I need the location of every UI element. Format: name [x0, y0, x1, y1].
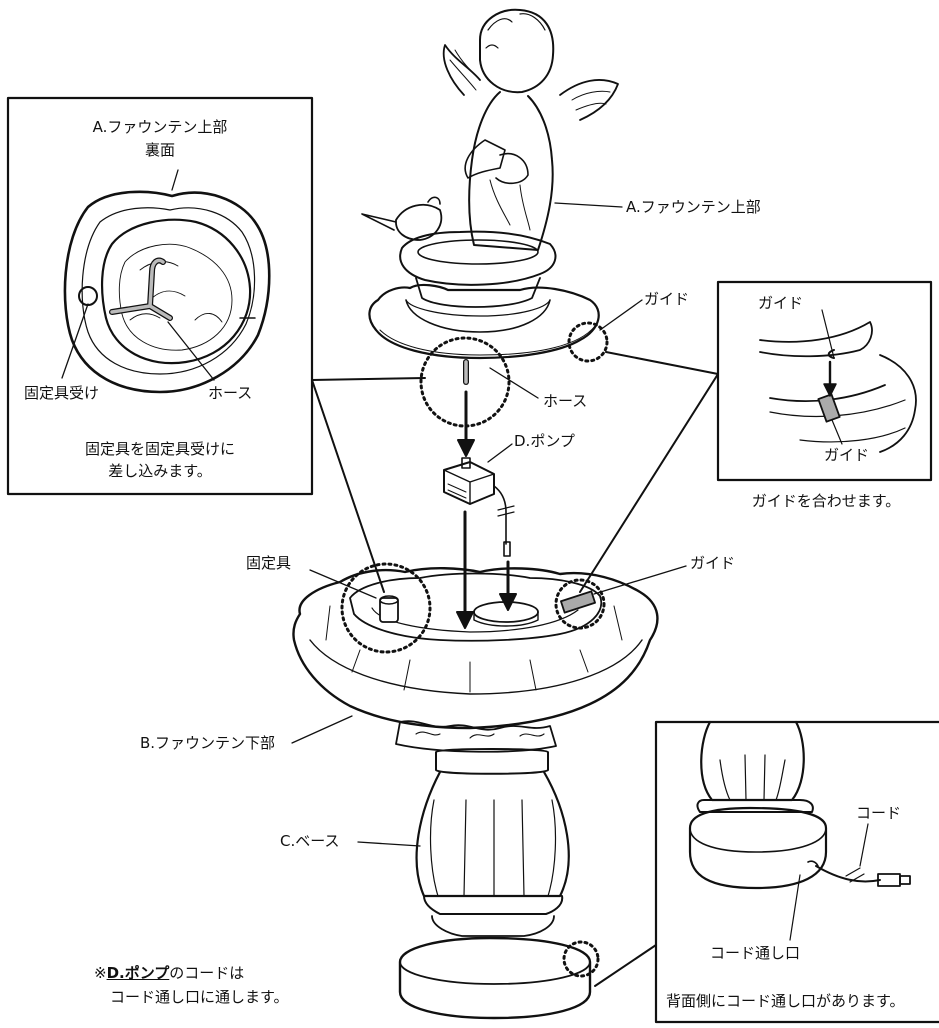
label-guide-inset-bottom: ガイド [824, 446, 870, 464]
label-inset-hose: ホース [208, 384, 253, 402]
inset-title-line1: A.ファウンテン上部 [92, 118, 228, 136]
label-fixture: 固定具 [246, 554, 292, 572]
inset-guide-panel [716, 280, 933, 482]
lower-bowl [291, 565, 687, 753]
note-line1: ※D.ポンプのコードは [94, 964, 244, 983]
label-cord: コード [856, 804, 902, 822]
pedestal-base [357, 748, 592, 1020]
label-guide-upper: ガイド [644, 290, 690, 308]
label-cord-port: コード通し口 [710, 944, 801, 962]
label-guide-inset-top: ガイド [758, 294, 804, 312]
inset-title-line2: 裏面 [144, 141, 176, 159]
label-hose: ホース [543, 392, 588, 410]
note-prefix: ※ [94, 964, 107, 982]
inset-caption-line2: 差し込みます。 [108, 462, 212, 480]
inset-cord-port-panel [654, 720, 939, 1024]
label-top-part: A.ファウンテン上部 [626, 198, 761, 216]
label-base: C.ベース [280, 832, 340, 850]
inset-caption-line1: 固定具を固定具受けに [84, 440, 236, 458]
inset-underside-panel [6, 96, 314, 496]
cord-port-caption: 背面側にコード通し口があります。 [666, 992, 905, 1010]
label-holder: 固定具受け [24, 384, 100, 402]
note-line2: コード通し口に通します。 [110, 988, 289, 1006]
note-line1-rest: のコードは [169, 964, 245, 982]
angel-statue [361, 8, 623, 360]
label-pump: D.ポンプ [514, 432, 575, 450]
underside-inner-ring [100, 218, 252, 365]
label-bottom-part: B.ファウンテン下部 [140, 734, 276, 752]
note-pump-ref: D.ポンプ [106, 964, 170, 982]
underside-outer-rim [63, 190, 271, 394]
guide-caption: ガイドを合わせます。 [751, 492, 901, 510]
pump-drawing [443, 443, 515, 557]
label-guide-lower: ガイド [690, 554, 736, 572]
